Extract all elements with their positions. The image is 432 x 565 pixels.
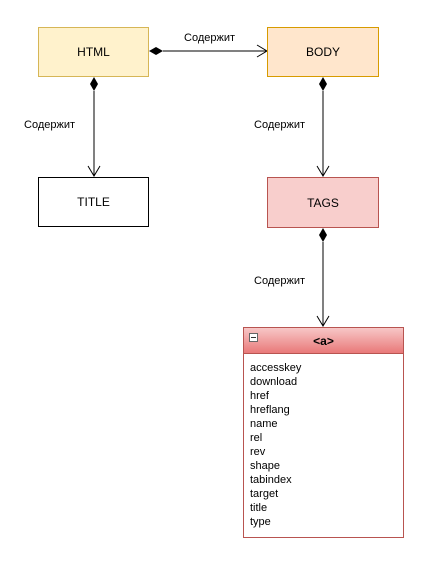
attribute-item: name (250, 418, 278, 430)
attribute-item: title (250, 502, 268, 514)
composition-diamond-icon (90, 77, 98, 91)
edge-tags-a (316, 228, 330, 327)
node-body-label: BODY (305, 45, 340, 59)
attribute-item: tabindex (250, 474, 292, 486)
class-a-box[interactable]: <a> accesskey download href hreflang nam… (243, 327, 404, 538)
composition-diamond-icon (319, 228, 327, 242)
node-html[interactable]: HTML (38, 27, 149, 77)
composition-diamond-icon (319, 77, 327, 91)
class-a-attributes: accesskey download href hreflang name re… (244, 354, 403, 529)
attribute-item: target (250, 488, 279, 500)
edge-html-body (149, 44, 268, 58)
edge-label-html-title: Содержит (24, 119, 76, 131)
edge-label-tags-a: Содержит (254, 275, 306, 287)
open-arrow-icon (87, 165, 101, 177)
attribute-item: shape (250, 460, 280, 472)
open-arrow-icon (316, 315, 330, 327)
class-a-title: <a> (313, 333, 334, 348)
node-title[interactable]: TITLE (38, 177, 149, 227)
attribute-item: download (250, 376, 298, 388)
attribute-item: type (250, 516, 271, 528)
composition-diamond-icon (149, 47, 163, 55)
node-body[interactable]: BODY (267, 27, 379, 77)
node-title-label: TITLE (77, 195, 110, 209)
collapse-icon[interactable] (249, 333, 258, 342)
node-html-label: HTML (77, 45, 110, 59)
class-a-header: <a> (244, 328, 403, 354)
attribute-item: rel (250, 432, 263, 444)
edge-label-html-body: Содержит (184, 32, 236, 44)
open-arrow-icon (316, 165, 330, 177)
node-tags-label: TAGS (307, 195, 339, 210)
edge-body-tags (316, 77, 330, 177)
node-tags[interactable]: TAGS (267, 177, 379, 228)
edge-html-title (87, 77, 101, 177)
attribute-item: href (250, 390, 269, 402)
attribute-item: accesskey (250, 362, 302, 374)
edge-label-body-tags: Содержит (254, 119, 306, 131)
attribute-item: rev (250, 446, 266, 458)
attribute-item: hreflang (250, 404, 290, 416)
